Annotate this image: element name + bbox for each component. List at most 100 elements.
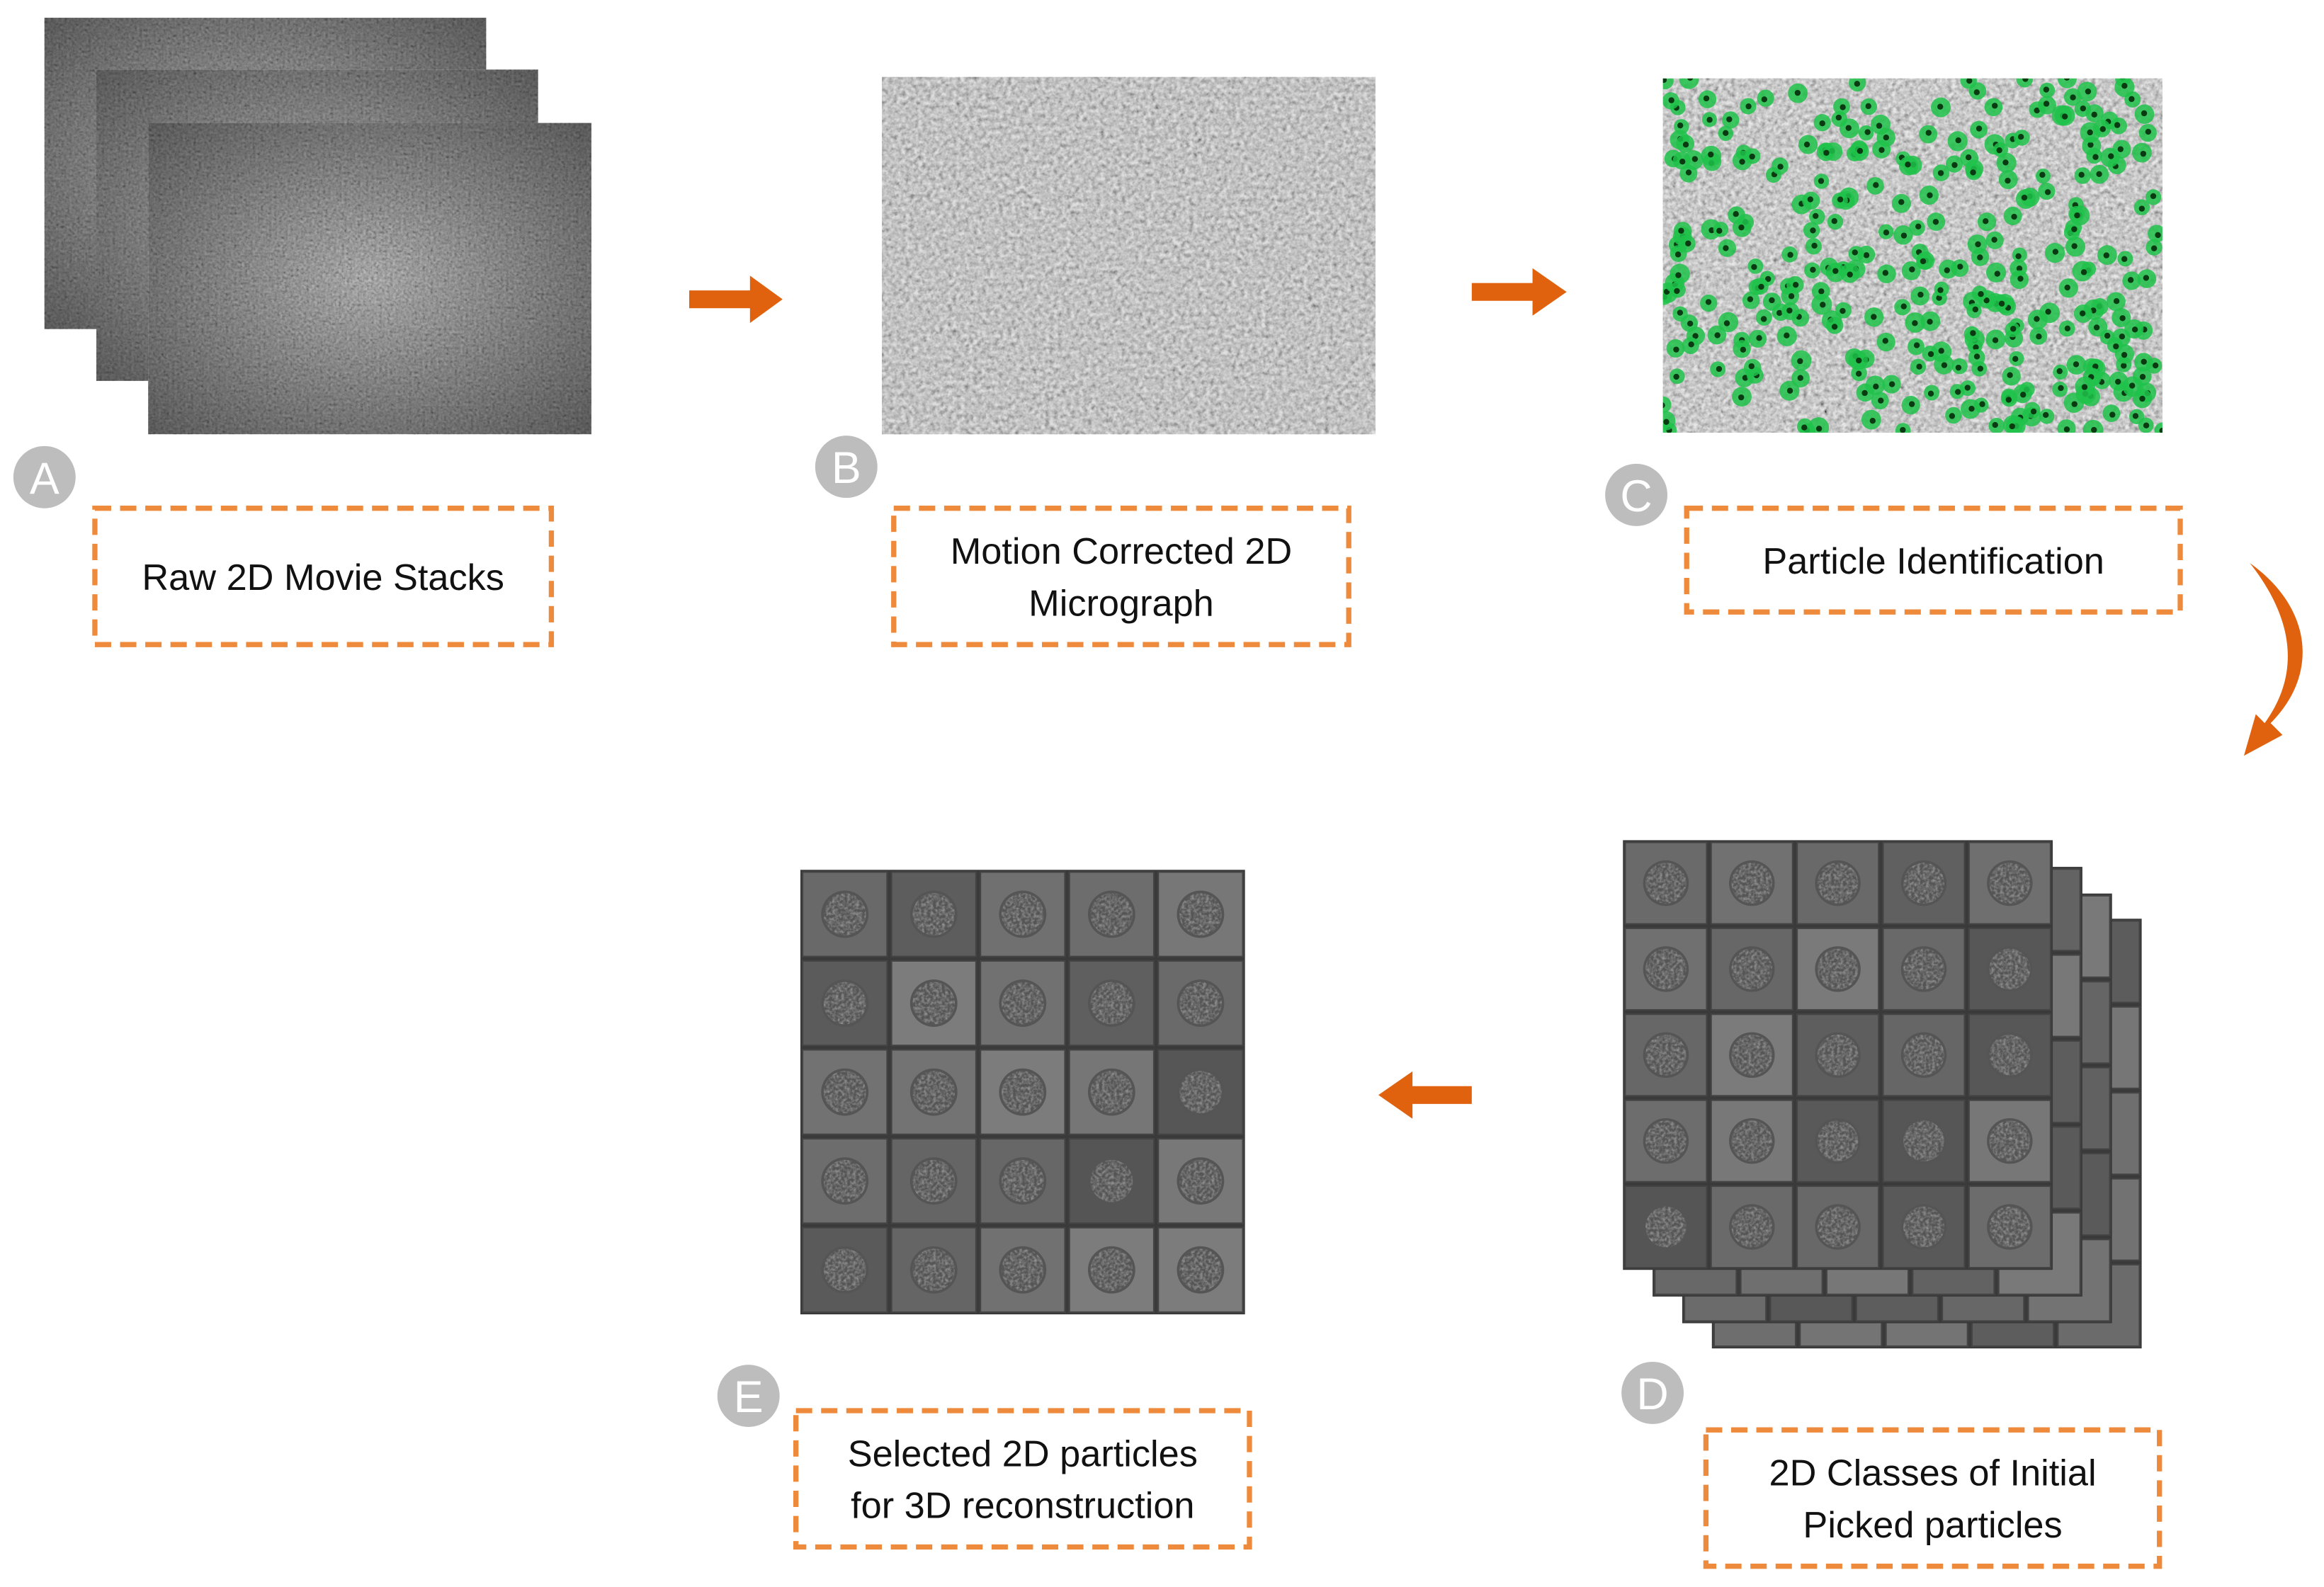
particle-marker: [2063, 88, 2082, 106]
particle-marker: [2039, 409, 2055, 424]
step-label-line: Motion Corrected 2D: [951, 531, 1293, 572]
particle-marker: [2082, 419, 2104, 433]
particle-picking-micrograph: [1662, 78, 2163, 433]
class-average-tile: [890, 1137, 977, 1224]
particle-marker: [1786, 275, 1804, 294]
particle-marker: [1682, 337, 1699, 355]
particle-marker: [1662, 92, 1679, 110]
particle-marker: [1916, 253, 1933, 271]
particle-marker: [1791, 350, 1812, 371]
particle-marker: [2038, 182, 2056, 200]
step-letter: D: [1636, 1370, 1668, 1419]
class-average-tile: [1068, 1049, 1155, 1135]
particle-marker: [1740, 98, 1757, 115]
particle-marker: [1949, 384, 1965, 399]
particle-marker: [2058, 278, 2078, 298]
particle-marker: [1910, 286, 1930, 306]
particle-marker: [2057, 78, 2077, 89]
particle-marker: [1908, 338, 1925, 355]
particle-marker: [2146, 239, 2163, 256]
particle-marker: [1864, 307, 1884, 327]
dashed-label-box: [1703, 1427, 2163, 1569]
particle-marker: [2014, 130, 2030, 146]
particle-marker: [1755, 309, 1772, 326]
arrow-left-d-to-e: [1378, 1071, 1472, 1119]
particle-marker: [1813, 114, 1831, 132]
particle-marker: [1996, 152, 2017, 174]
particle-marker: [1971, 248, 1990, 266]
particle-marker: [2057, 419, 2076, 433]
class-average-tile: [1710, 1185, 1793, 1269]
particle-marker: [1966, 303, 1982, 319]
particle-marker: [1876, 332, 1895, 352]
class-average-tile: [1968, 1185, 2051, 1269]
class-average-tile: [980, 960, 1066, 1047]
particle-marker: [1662, 78, 1674, 90]
particle-marker: [2038, 96, 2057, 115]
particle-marker: [1909, 220, 1925, 236]
class-average-tile: [1710, 1099, 1793, 1183]
particle-marker: [2065, 237, 2086, 257]
particle-marker: [1701, 145, 1722, 166]
particle-marker: [2016, 78, 2034, 88]
class-average-tile: [1624, 1185, 1708, 1269]
particle-marker: [2097, 245, 2117, 266]
particle-marker: [1679, 78, 1699, 89]
particle-marker: [1811, 294, 1832, 315]
class-average-tile: [980, 871, 1066, 957]
class-average-tile: [890, 871, 977, 957]
particle-marker: [2035, 169, 2051, 184]
particle-marker: [2044, 243, 2065, 263]
step-badge: C: [1605, 463, 1668, 526]
particle-marker: [1747, 258, 1764, 274]
step-badge: B: [815, 436, 878, 499]
particle-marker: [2086, 147, 2102, 164]
particle-marker: [2117, 251, 2133, 267]
arrow-right-a-to-b: [689, 275, 783, 324]
particle-marker: [1968, 348, 1985, 366]
class-average-tile: [802, 960, 888, 1047]
particle-marker: [1781, 302, 1800, 321]
class-average-tile: [1710, 1013, 1793, 1097]
particle-marker: [1871, 392, 1889, 410]
particle-marker: [2052, 381, 2068, 397]
class-average-tile: [1968, 1013, 2051, 1097]
particle-marker: [2138, 417, 2154, 433]
particle-marker: [2148, 224, 2163, 243]
particle-marker: [2015, 188, 2036, 210]
class-average-tile: [1157, 1049, 1244, 1135]
particle-marker: [1894, 299, 1911, 316]
particle-marker: [1722, 111, 1740, 129]
step-label-line: Picked particles: [1803, 1505, 2062, 1546]
particle-marker: [1827, 213, 1844, 230]
particle-marker: [2053, 364, 2068, 380]
particle-marker: [1848, 350, 1869, 370]
particle-marker: [1672, 152, 1691, 170]
class-average-tile: [1882, 841, 1966, 925]
particle-marker: [1699, 90, 1717, 108]
step-letter: A: [30, 454, 59, 504]
class-average-tile: [1624, 841, 1708, 925]
class-average-tile: [890, 960, 977, 1047]
particle-marker: [1791, 369, 1810, 388]
particle-marker: [1803, 222, 1820, 239]
particle-marker: [1676, 134, 1695, 153]
particle-marker: [1871, 114, 1891, 135]
step-letter: C: [1620, 472, 1652, 521]
dashed-label-box: [92, 506, 555, 647]
particle-marker: [1745, 148, 1761, 164]
particle-marker: [2005, 322, 2020, 338]
particle-marker: [2012, 247, 2027, 263]
particle-marker: [2003, 206, 2022, 225]
particle-marker: [1798, 135, 1818, 154]
class-average-tile: [1624, 1099, 1708, 1183]
particle-marker: [1920, 311, 1941, 331]
particle-marker: [1849, 78, 1866, 92]
particle-marker: [2138, 124, 2157, 142]
particle-marker: [2074, 167, 2091, 184]
particle-marker: [2066, 355, 2087, 375]
particle-marker: [1984, 98, 2003, 117]
particle-marker: [2029, 326, 2048, 345]
